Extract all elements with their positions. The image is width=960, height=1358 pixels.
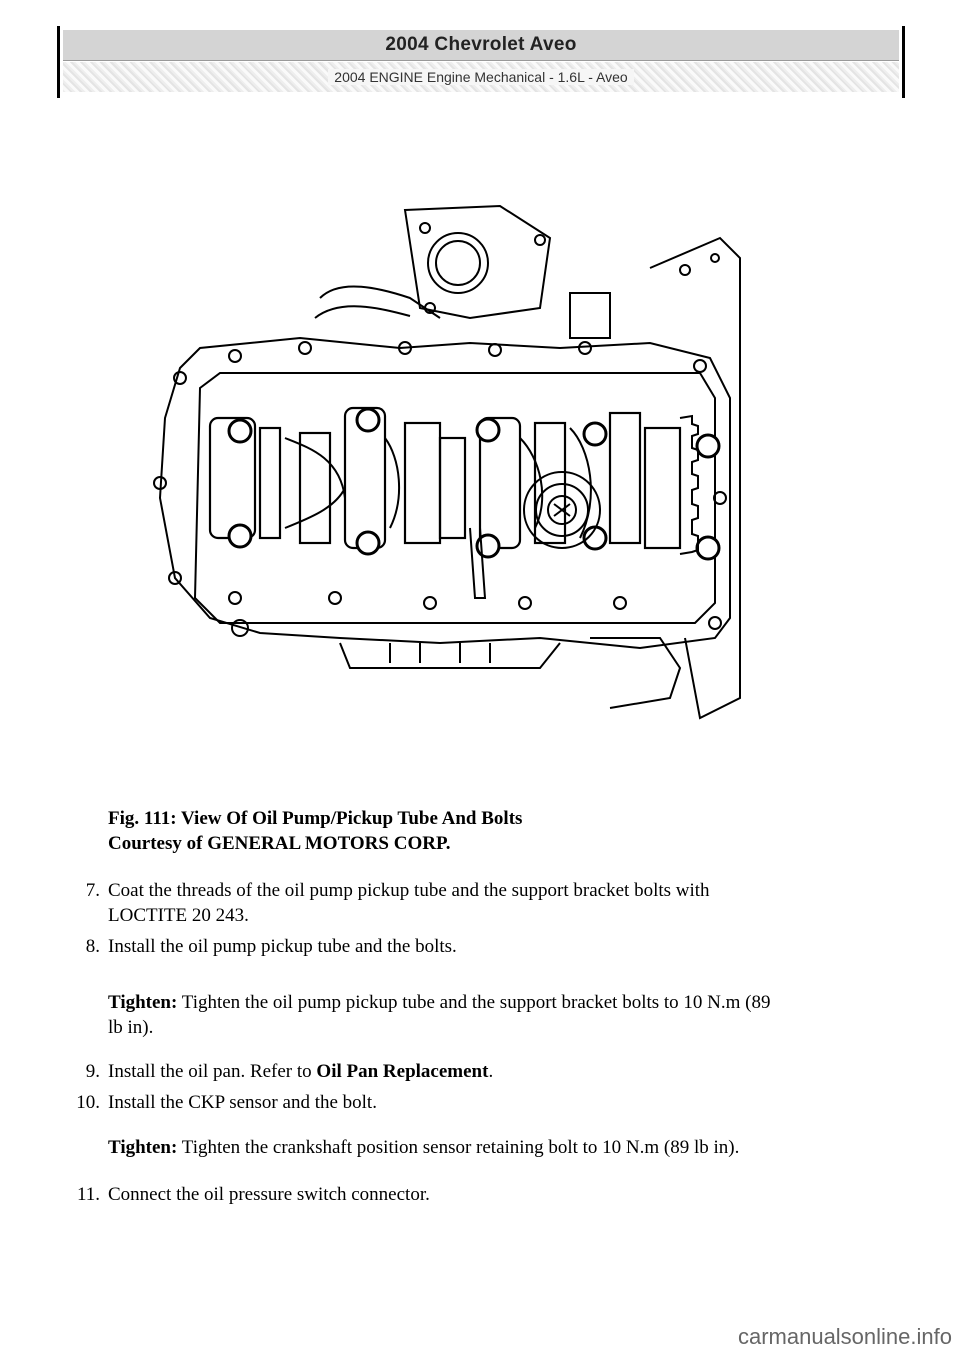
figure-caption-credit: Courtesy of GENERAL MOTORS CORP. — [108, 833, 451, 854]
step-text: Install the oil pan. Refer to — [108, 1061, 317, 1082]
step-7: 7. Coat the threads of the oil pump pick… — [86, 878, 710, 928]
step-number: 11. — [76, 1184, 100, 1205]
watermark: carmanualsonline.info — [737, 1324, 952, 1349]
engine-block-illustration — [153, 204, 741, 720]
tighten-label: Tighten: — [108, 992, 178, 1013]
header-right-rule — [902, 26, 905, 98]
step-number: 10. — [76, 1092, 100, 1113]
header-title-band: 2004 Chevrolet Aveo — [63, 30, 899, 61]
page-header: 2004 Chevrolet Aveo 2004 ENGINE Engine M… — [57, 26, 905, 98]
tighten-note-2: Tighten: Tighten the crankshaft position… — [108, 1135, 908, 1160]
step-9: 9. Install the oil pan. Refer to Oil Pan… — [86, 1059, 494, 1084]
step-text: Install the CKP sensor and the bolt. — [108, 1092, 377, 1113]
step-text: Coat the threads of the oil pump pickup … — [108, 880, 710, 901]
step-text-end: . — [488, 1061, 494, 1082]
step-11: 11. Connect the oil pressure switch conn… — [77, 1182, 430, 1207]
tighten-text: Tighten the oil pump pickup tube and the… — [177, 992, 771, 1013]
figure-caption-title: Fig. 111: View Of Oil Pump/Pickup Tube A… — [108, 808, 523, 829]
step-text: Connect the oil pressure switch connecto… — [108, 1184, 430, 1205]
step-text-continued: LOCTITE 20 243. — [108, 905, 249, 926]
step-number: 9. — [85, 1061, 100, 1082]
step-8: 8. Install the oil pump pickup tube and … — [86, 934, 457, 959]
document-title: 2004 Chevrolet Aveo — [385, 34, 577, 55]
header-subtitle-band: 2004 ENGINE Engine Mechanical - 1.6L - A… — [63, 62, 899, 92]
tighten-label: Tighten: — [108, 1137, 178, 1158]
tighten-note-1: Tighten: Tighten the oil pump pickup tub… — [108, 990, 908, 1040]
figure-caption: Fig. 111: View Of Oil Pump/Pickup Tube A… — [108, 806, 522, 856]
header-left-rule — [57, 26, 60, 98]
step-text: Install the oil pump pickup tube and the… — [108, 936, 457, 957]
document-subtitle: 2004 ENGINE Engine Mechanical - 1.6L - A… — [328, 69, 634, 85]
step-number: 8. — [85, 936, 100, 957]
oil-pan-replacement-link[interactable]: Oil Pan Replacement — [316, 1061, 489, 1082]
tighten-text-continued: lb in). — [108, 1017, 154, 1038]
step-number: 7. — [85, 880, 100, 901]
step-10: 10. Install the CKP sensor and the bolt. — [76, 1090, 377, 1115]
tighten-text: Tighten the crankshaft position sensor r… — [177, 1137, 740, 1158]
